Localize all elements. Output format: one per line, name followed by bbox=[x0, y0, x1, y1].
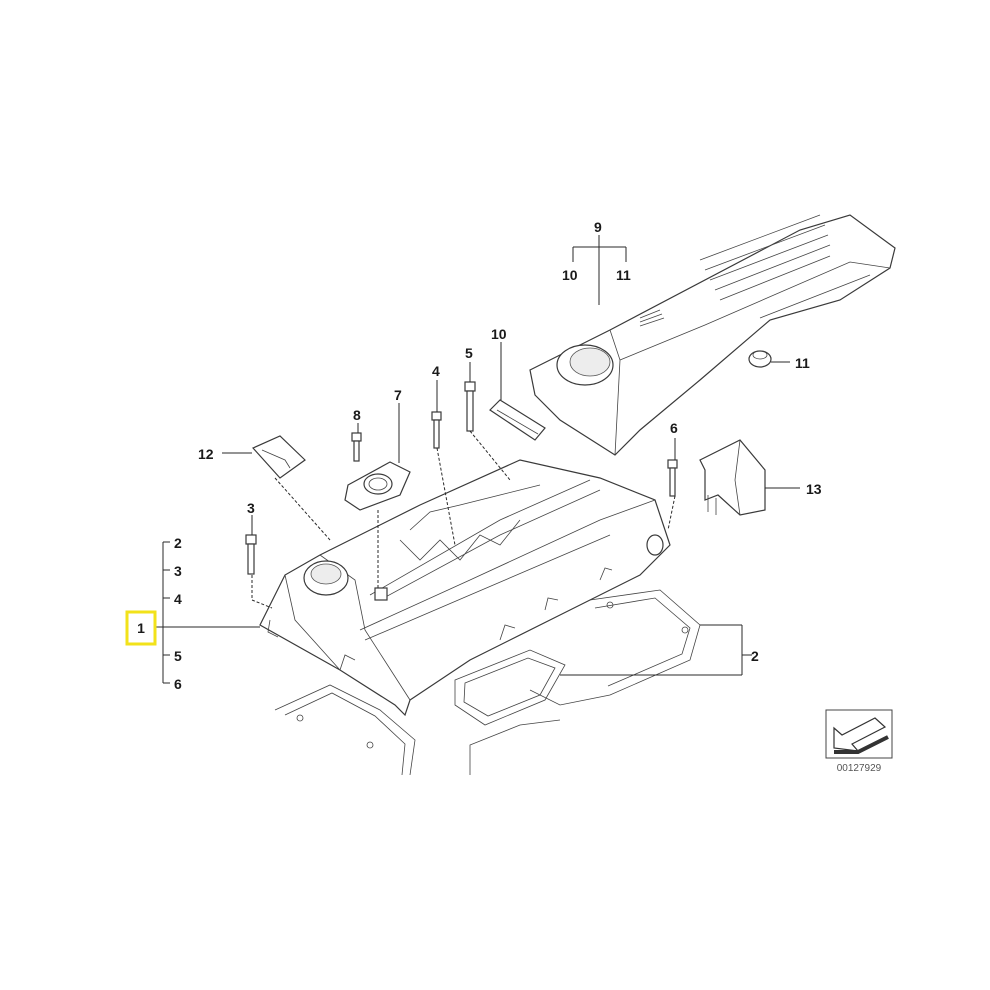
callout-4-top[interactable]: 4 bbox=[432, 363, 440, 379]
seal-strip-part-10 bbox=[489, 399, 546, 441]
callout-5-left[interactable]: 5 bbox=[174, 648, 182, 664]
callout-13[interactable]: 13 bbox=[806, 481, 822, 497]
callout-10-mid[interactable]: 10 bbox=[491, 326, 507, 342]
callout-11-right[interactable]: 11 bbox=[795, 355, 810, 371]
bolt-part-6 bbox=[667, 459, 678, 497]
callout-1[interactable]: 1 bbox=[137, 620, 145, 636]
leader-lines bbox=[155, 235, 800, 684]
bracket-part-13 bbox=[699, 439, 766, 516]
engine-cover bbox=[529, 214, 896, 456]
callout-2-left[interactable]: 2 bbox=[174, 535, 182, 551]
callout-3-left[interactable]: 3 bbox=[174, 563, 182, 579]
bolt-part-4 bbox=[431, 411, 442, 449]
callout-3-top[interactable]: 3 bbox=[247, 500, 255, 516]
callout-9[interactable]: 9 bbox=[594, 219, 602, 235]
callout-10-left[interactable]: 10 bbox=[562, 267, 578, 283]
callout-11-left[interactable]: 11 bbox=[616, 267, 631, 283]
valve-cover bbox=[259, 459, 671, 717]
callout-7[interactable]: 7 bbox=[394, 387, 402, 403]
highlight-box bbox=[125, 610, 157, 646]
callout-6-top[interactable]: 6 bbox=[670, 420, 678, 436]
bolt-part-5 bbox=[464, 381, 476, 432]
grommet-part-11 bbox=[748, 350, 772, 368]
flange-part-7 bbox=[344, 461, 411, 511]
cap-part-12 bbox=[252, 435, 306, 479]
bolt-part-8 bbox=[351, 432, 362, 462]
callout-labels[interactable]: 1 2 3 4 5 6 2 3 4 5 6 7 8 9 10 11 10 11 … bbox=[137, 219, 822, 692]
callout-5-top[interactable]: 5 bbox=[465, 345, 473, 361]
callout-6-left[interactable]: 6 bbox=[174, 676, 182, 692]
bolt-part-3 bbox=[245, 534, 257, 575]
gasket-set bbox=[274, 589, 701, 776]
callout-12[interactable]: 12 bbox=[198, 446, 214, 462]
callout-4-left[interactable]: 4 bbox=[174, 591, 182, 607]
direction-arrow-icon bbox=[825, 709, 893, 759]
callout-8[interactable]: 8 bbox=[353, 407, 361, 423]
diagram-id-label: 00127929 bbox=[837, 763, 882, 774]
callout-2-right[interactable]: 2 bbox=[751, 648, 759, 664]
